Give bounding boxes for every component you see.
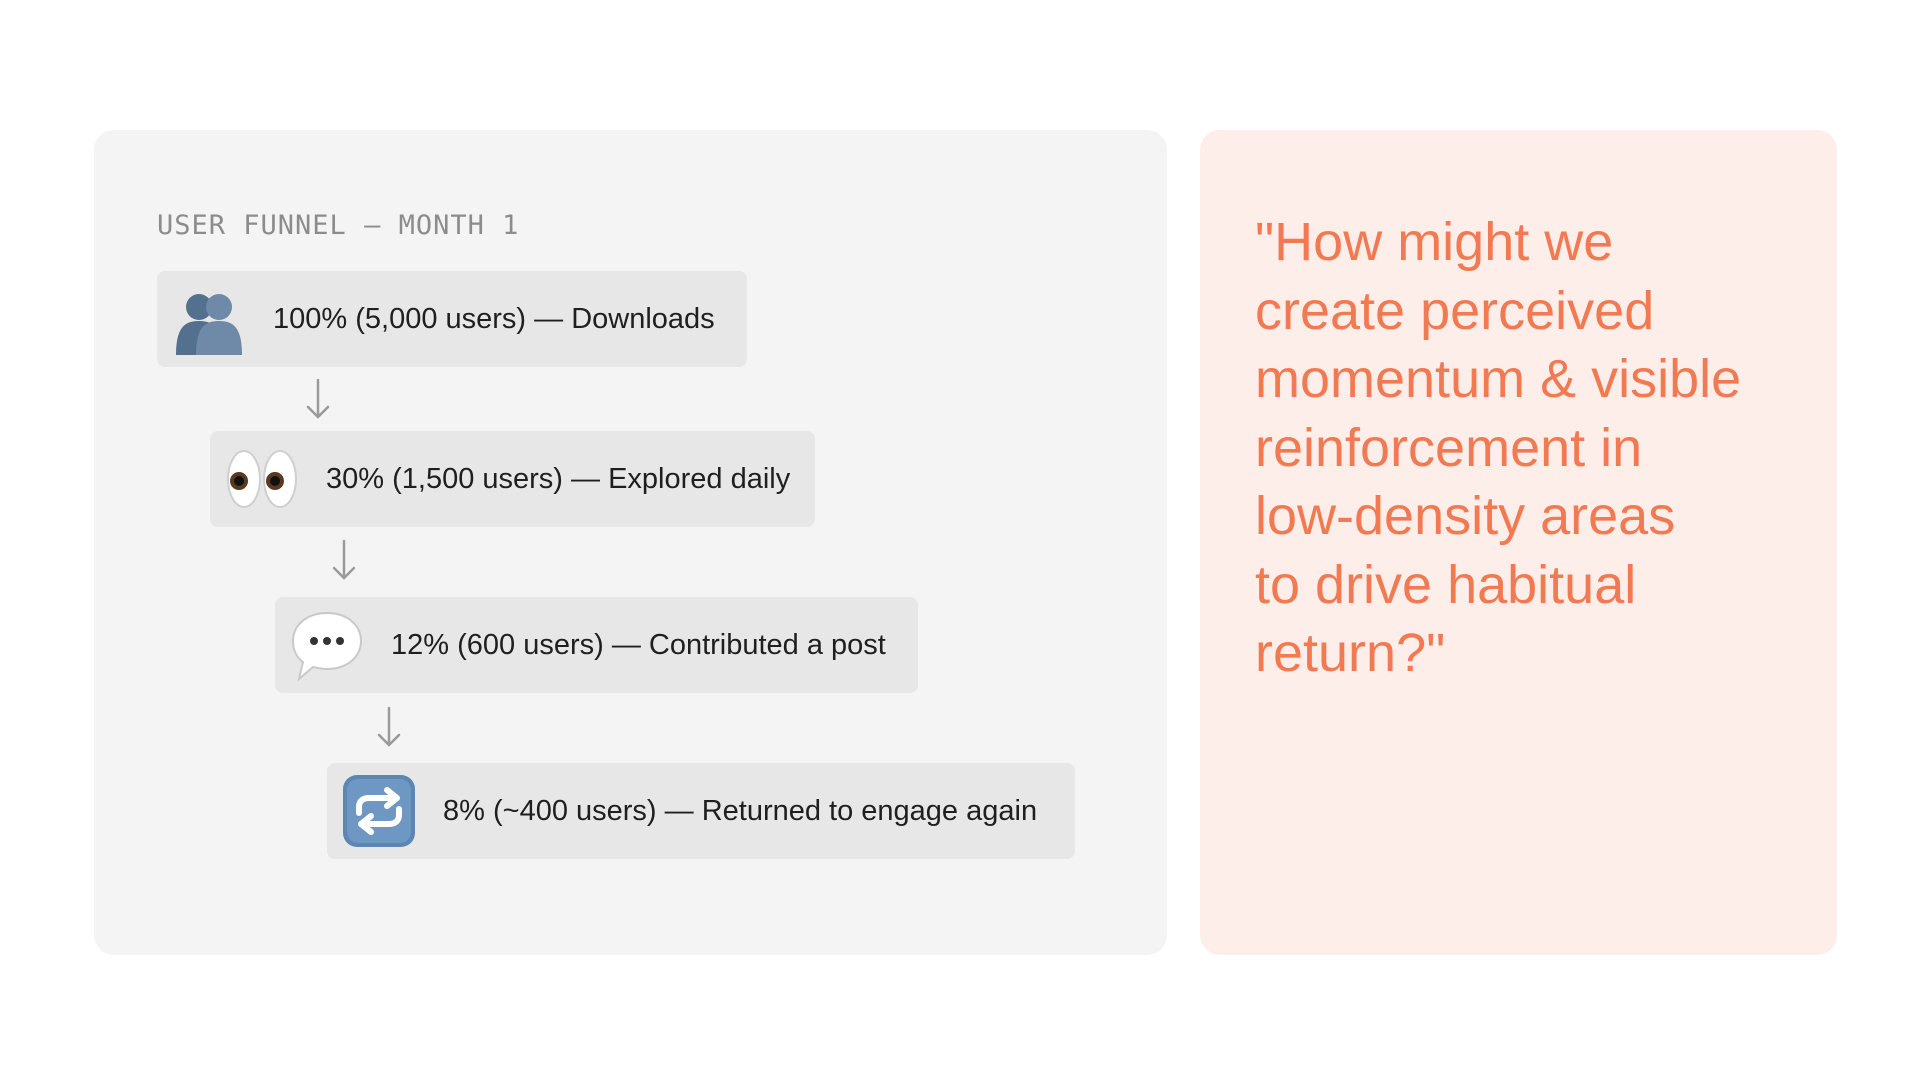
arrow-down-icon bbox=[306, 378, 330, 419]
funnel-step-label: 8% (~400 users) — Returned to engage aga… bbox=[443, 794, 1038, 827]
eyes-icon bbox=[224, 441, 300, 517]
question-line: to drive habitual bbox=[1255, 554, 1637, 615]
funnel-step-explored: 30% (1,500 users) — Explored daily bbox=[210, 431, 815, 527]
question-panel: "How might we create perceived momentum … bbox=[1200, 130, 1837, 955]
busts-in-silhouette-icon bbox=[171, 281, 247, 357]
how-might-we-question: "How might we create perceived momentum … bbox=[1255, 208, 1815, 688]
speech-balloon-icon bbox=[289, 607, 365, 683]
funnel-step-contributed: 12% (600 users) — Contributed a post bbox=[275, 597, 918, 693]
funnel-step-downloads: 100% (5,000 users) — Downloads bbox=[157, 271, 747, 367]
repeat-icon bbox=[341, 773, 417, 849]
funnel-panel: USER FUNNEL — MONTH 1 100% (5,000 users)… bbox=[94, 130, 1167, 955]
funnel-title: USER FUNNEL — MONTH 1 bbox=[157, 210, 520, 241]
funnel-step-label: 100% (5,000 users) — Downloads bbox=[273, 302, 715, 335]
question-line: momentum & visible bbox=[1255, 349, 1742, 409]
funnel-step-label: 30% (1,500 users) — Explored daily bbox=[326, 462, 791, 495]
funnel-step-returned: 8% (~400 users) — Returned to engage aga… bbox=[327, 763, 1075, 859]
question-line: reinforcement in bbox=[1255, 417, 1643, 478]
question-line: return?" bbox=[1255, 623, 1446, 683]
question-line: "How might we bbox=[1255, 212, 1614, 272]
question-line: low-density areas bbox=[1255, 486, 1676, 546]
funnel-step-label: 12% (600 users) — Contributed a post bbox=[391, 628, 886, 661]
question-line: create perceived bbox=[1255, 280, 1655, 341]
arrow-down-icon bbox=[377, 706, 401, 747]
arrow-down-icon bbox=[332, 539, 356, 580]
